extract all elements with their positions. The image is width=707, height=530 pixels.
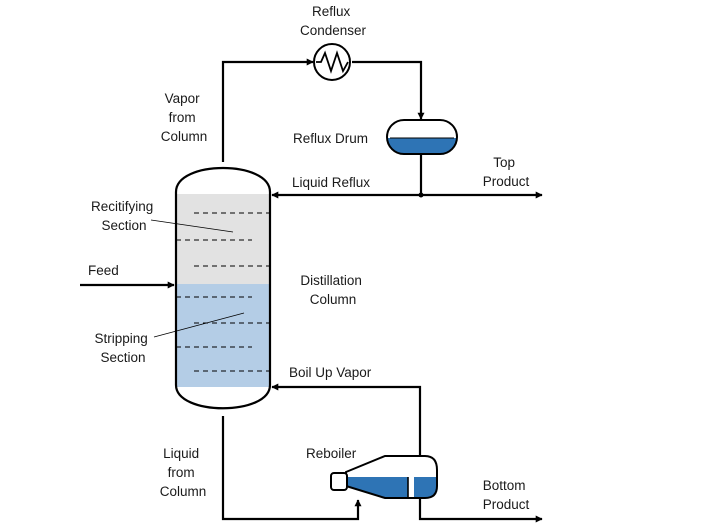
liquid-reflux-label: Liquid Reflux — [292, 175, 370, 190]
stripping-leader — [153, 312, 245, 338]
bottom-product-line — [418, 498, 543, 523]
boil-up-vapor-label: Boil Up Vapor — [289, 365, 372, 380]
rectifying-section-label: Recitifying Section — [91, 199, 157, 233]
top-product-label: Top Product — [483, 155, 530, 189]
boil-up-vapor-line — [271, 383, 422, 456]
reflux-condenser-label: Reflux Condenser — [300, 4, 367, 38]
rectifying-leader — [150, 219, 234, 233]
stripping-fill — [176, 284, 270, 387]
condenser-icon — [313, 43, 351, 81]
vapor-line — [221, 58, 314, 162]
reboiler-label: Reboiler — [306, 446, 357, 461]
liquid-bottoms-line — [221, 416, 362, 521]
feed-label: Feed — [88, 263, 119, 278]
reboiler — [330, 455, 438, 500]
reflux-drum-label: Reflux Drum — [293, 131, 368, 146]
rectifying-fill — [176, 194, 270, 284]
liquid-from-column-label: Liquid from Column — [160, 446, 207, 499]
condensate-line — [352, 60, 425, 120]
stripping-section-label: Stripping Section — [94, 331, 151, 365]
distillation-column — [174, 167, 272, 410]
column-shell — [174, 167, 272, 410]
bottom-product-label: Bottom Product — [483, 478, 530, 512]
reboiler-nozzle — [330, 472, 348, 491]
distillation-column-label: Distillation Column — [300, 273, 365, 307]
reflux-drum — [386, 119, 458, 155]
vapor-from-column-label: Vapor from Column — [161, 91, 208, 144]
junction-dot — [418, 192, 424, 198]
